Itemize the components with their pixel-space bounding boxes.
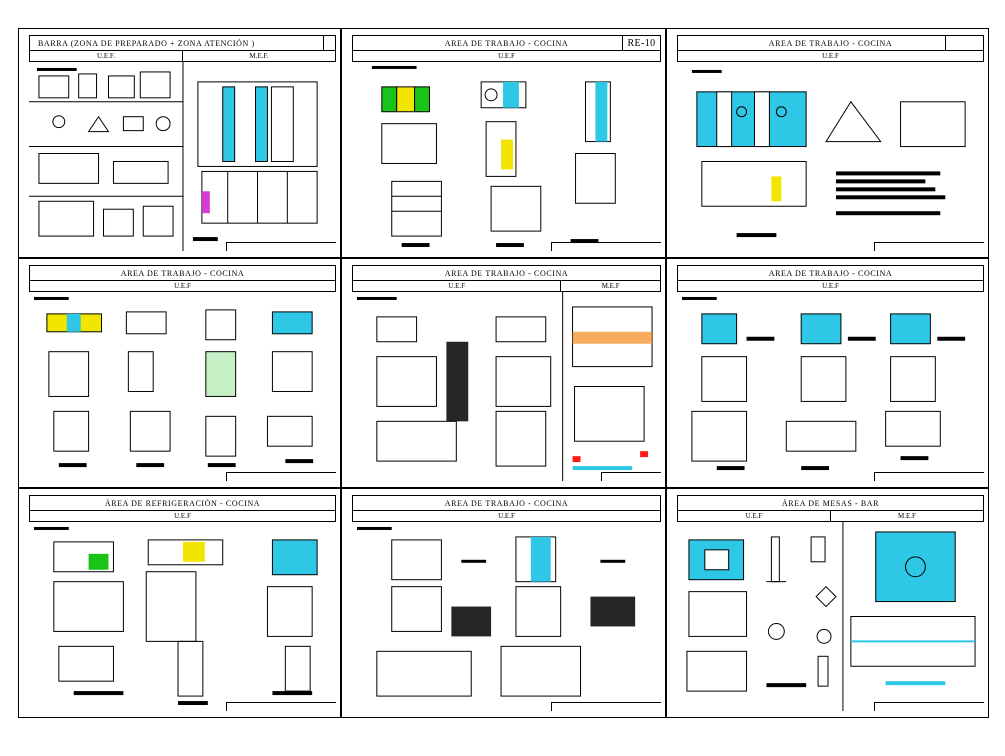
subheader-uef: U.E.F [448,282,466,290]
sheet-code: RE-10 [622,35,660,51]
title-block [551,242,661,251]
subheader-mef: M.E.F [830,511,983,521]
subheader-uef: U.E.F [498,512,515,520]
subheader-uef: U.E.F [174,512,191,520]
title-block [601,472,661,481]
barra-drawing [29,62,318,251]
panel-title: AREA DE TRABAJO - COCINA [352,265,661,281]
drawing-area [352,62,661,251]
subheader-mef: M.E.F. [182,51,335,61]
subheader-uef: U.E.F [822,52,839,60]
panel-title: ÁREA DE REFRIGERACIÓN - COCINA [29,495,336,511]
panel-cocina-3: AREA DE TRABAJO - COCINA U.E.F [666,28,989,258]
cocina-drawing [356,526,636,697]
drawing-area [677,62,984,251]
panel-title: AREA DE TRABAJO - COCINA RE-10 [352,35,661,51]
title-block [226,702,336,711]
drawing-area [677,522,984,711]
panel-title: AREA DE TRABAJO - COCINA [29,265,336,281]
drawing-area [677,292,984,481]
panel-subheader: U.E.F [677,281,984,292]
panel-subheader: U.E.F [29,281,336,292]
panel-mesas-bar: ÁREA DE MESAS - BAR U.E.F M.E.F [666,488,989,718]
drawing-area [29,62,336,251]
panel-barra: BARRA (ZONA DE PREPARADO + ZONA ATENCIÓN… [18,28,341,258]
panel-title: AREA DE TRABAJO - COCINA [677,35,984,51]
panel-title: AREA DE TRABAJO - COCINA [352,495,661,511]
refrigeracion-drawing [33,526,318,706]
subheader-uef: U.E.F [498,52,515,60]
subheader-uef: U.E.F [745,512,763,520]
cocina-drawing [691,69,966,238]
panel-title: BARRA (ZONA DE PREPARADO + ZONA ATENCIÓN… [29,35,336,51]
panel-cocina-re10: AREA DE TRABAJO - COCINA RE-10 U.E.F [341,28,666,258]
panel-subheader: U.E.F M.E.F [352,281,661,292]
drawing-area [29,522,336,711]
drawing-area [352,292,661,481]
cocina-drawing [356,292,653,481]
panel-subheader: U.E.F. M.E.F. [29,51,336,62]
panel-subheader: U.E.F [352,51,661,62]
panel-cocina-4: AREA DE TRABAJO - COCINA U.E.F [18,258,341,488]
title-block [874,702,984,711]
title-block [874,472,984,481]
drawing-area [352,522,661,711]
panel-subheader: U.E.F [352,511,661,522]
panel-subheader: U.E.F M.E.F [677,511,984,522]
title-block [874,242,984,251]
panel-subheader: U.E.F [29,511,336,522]
subheader-uef: U.E.F [822,282,839,290]
panel-cocina-8: AREA DE TRABAJO - COCINA U.E.F [341,488,666,718]
title-block [226,472,336,481]
title-block [551,702,661,711]
mesas-bar-drawing [686,522,976,711]
panel-cocina-5: AREA DE TRABAJO - COCINA U.E.F M.E.F [341,258,666,488]
panel-subheader: U.E.F [677,51,984,62]
subheader-uef: U.E.F [174,282,191,290]
cocina-drawing [371,65,616,248]
title-block [226,242,336,251]
panel-refrigeracion: ÁREA DE REFRIGERACIÓN - COCINA U.E.F [18,488,341,718]
panel-title: ÁREA DE MESAS - BAR [677,495,984,511]
cocina-drawing [681,296,966,471]
cocina-drawing [33,296,314,468]
panel-title: AREA DE TRABAJO - COCINA [677,265,984,281]
drawing-area [29,292,336,481]
panel-cocina-6: AREA DE TRABAJO - COCINA U.E.F [666,258,989,488]
subheader-uef: U.E.F. [97,52,115,60]
subheader-mef: M.E.F [560,281,660,291]
